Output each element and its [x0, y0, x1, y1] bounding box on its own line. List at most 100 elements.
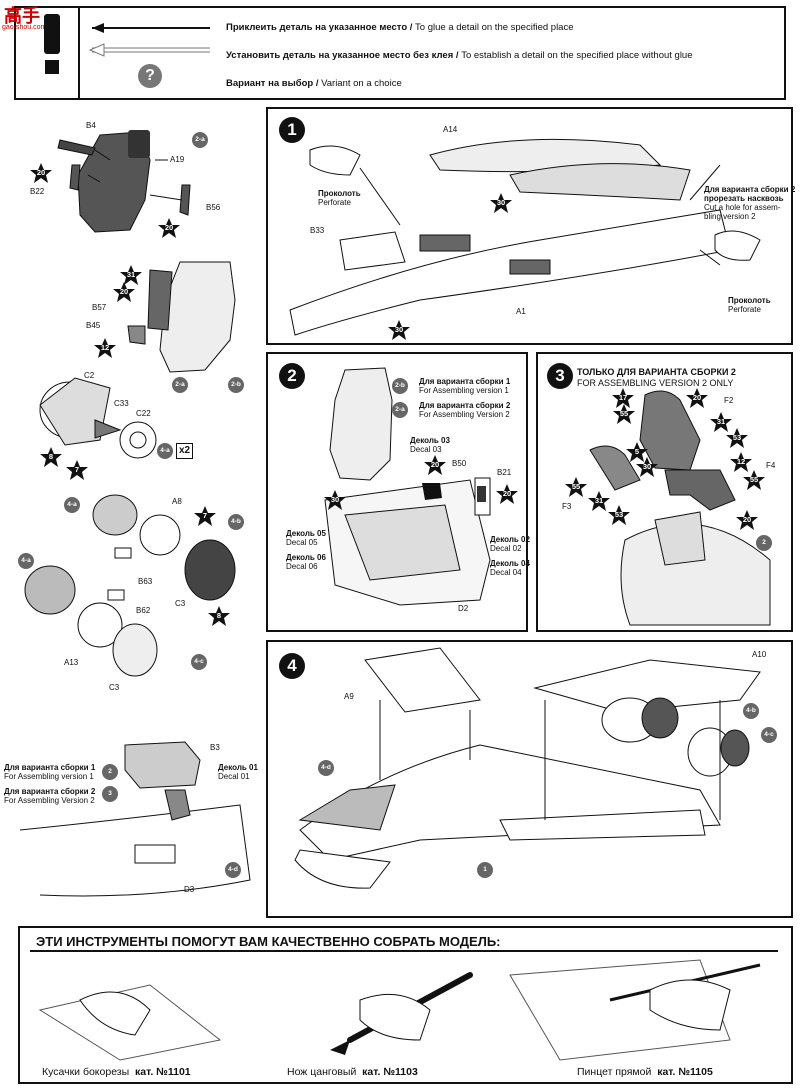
step2-star-2: 20 [496, 484, 518, 504]
step4-ref-4c: 4-c [761, 727, 777, 743]
star-4b-2: 8 [208, 606, 230, 626]
part-b22: B22 [30, 187, 45, 196]
part-c3-4c: C3 [109, 683, 120, 692]
variant1-en: For Assembling version 1 [4, 772, 94, 781]
legend-variant-en: Variant on a choice [321, 78, 402, 89]
step2-decal02-en: Decal 02 [490, 544, 522, 553]
legend-variant-ru: Вариант на выбор / [226, 78, 319, 89]
step4-number: 4 [279, 653, 305, 679]
star-2b-1: 31 [120, 265, 142, 285]
step3-number: 3 [547, 363, 573, 389]
part-b45: B45 [86, 321, 101, 330]
tool-cutters: Кусачки бокорезы кат. №1101 [42, 1066, 191, 1078]
star-2b-3: 12 [94, 338, 116, 358]
step3-star-12: 12 [730, 452, 752, 472]
variant1-ru: Для варианта сборки 1 [4, 763, 96, 772]
ref-2b: 2-b [228, 377, 244, 393]
legend-box [14, 6, 786, 100]
decal01-en: Decal 01 [218, 772, 250, 781]
step2-decal06: Деколь 06 Decal 06 [286, 553, 326, 571]
step3-star-55a: 55 [613, 404, 635, 424]
step1-star-1: 30 [490, 193, 512, 213]
step1-perforate2-en: Perforate [728, 305, 761, 314]
step4-ref-1: 1 [477, 862, 493, 878]
step2-ref-2a: 2-a [392, 402, 408, 418]
part-b21: B21 [497, 468, 512, 477]
step2-decal02: Деколь 02 Decal 02 [490, 535, 530, 553]
step1-cut-note: Для варианта сборки 2 прорезать насквозь… [704, 185, 795, 221]
ref-4b: 4-b [228, 514, 244, 530]
part-f4: F4 [766, 461, 776, 470]
tool-knife-cat: кат. №1103 [362, 1066, 418, 1078]
variant1-note: Для варианта сборки 1 For Assembling ver… [4, 763, 95, 781]
tool-knife-name: Нож цанговый [287, 1066, 357, 1078]
step2-drawing [324, 367, 491, 606]
step2-v1-ru: Для варианта сборки 1 [419, 377, 511, 386]
part-c33: C33 [114, 399, 129, 408]
ref-4d: 4-d [225, 862, 241, 878]
step2-ref-2b: 2-b [392, 378, 408, 394]
step3-title: ТОЛЬКО ДЛЯ ВАРИАНТА СБОРКИ 2 FOR ASSEMBL… [577, 367, 736, 389]
step3-title-ru: ТОЛЬКО ДЛЯ ВАРИАНТА СБОРКИ 2 [577, 367, 736, 377]
step2-decal02-ru: Деколь 02 [490, 535, 530, 544]
tool-tweezers-cat: кат. №1105 [657, 1066, 713, 1078]
step4-drawing [294, 647, 761, 889]
legend-noglue-ru: Установить деталь на указанное место без… [226, 50, 459, 61]
step1-perforate1: Проколоть Perforate [318, 189, 361, 207]
variant2-note: Для варианта сборки 2 For Assembling Ver… [4, 787, 95, 805]
ref-4a: 4-a [157, 443, 173, 459]
step2-v2-en: For Assembling Version 2 [419, 410, 510, 419]
star-2a-2: 20 [158, 218, 180, 238]
step3-star-31a: 31 [710, 412, 732, 432]
part-b4: B4 [86, 121, 96, 130]
logo-site: gao-shou.com [2, 24, 47, 31]
tool-knife: Нож цанговый кат. №1103 [287, 1066, 418, 1078]
tools-panel [18, 926, 793, 1084]
step1-cut-ru-1: Для варианта сборки 2 [704, 185, 796, 194]
step3-star-5: 5 [626, 442, 648, 462]
star-4a-2: 7 [66, 460, 88, 480]
question-icon: ? [138, 64, 162, 88]
step2-v1: Для варианта сборки 1 For Assembling ver… [419, 377, 510, 395]
part-b3: B3 [210, 743, 220, 752]
step1-perforate1-en: Perforate [318, 198, 351, 207]
step2-decal03: Деколь 03 Decal 03 [410, 436, 450, 454]
left-column-drawings [19, 130, 251, 897]
ref-variant2: 3 [102, 786, 118, 802]
part-f2: F2 [724, 396, 734, 405]
ref-variant1: 2 [102, 764, 118, 780]
step1-cut-en-2: bling version 2 [704, 212, 756, 221]
step2-decal05: Деколь 05 Decal 05 [286, 529, 326, 547]
exclamation-icon [38, 14, 78, 78]
step3-ref-2: 2 [756, 535, 772, 551]
step2-star-3: 30 [324, 490, 346, 510]
tool-tweezers: Пинцет прямой кат. №1105 [577, 1066, 713, 1078]
step1-number: 1 [279, 117, 305, 143]
star-2b-2: 20 [113, 282, 135, 302]
ref-4a-c: 4-a [18, 553, 34, 569]
step3-star-55c: 55 [565, 477, 587, 497]
part-b56: B56 [206, 203, 221, 212]
legend-arrows [88, 23, 210, 57]
step2-decal05-en: Decal 05 [286, 538, 318, 547]
tools-title: ЭТИ ИНСТРУМЕНТЫ ПОМОГУТ ВАМ КАЧЕСТВЕННО … [36, 934, 501, 949]
step1-cut-ru-2: прорезать насквозь [704, 194, 784, 203]
step2-decal05-ru: Деколь 05 [286, 529, 326, 538]
part-b62: B62 [136, 606, 151, 615]
part-d2: D2 [458, 604, 469, 613]
part-b50: B50 [452, 459, 467, 468]
step1-perforate1-ru: Проколоть [318, 189, 361, 198]
legend-glue-ru: Приклеить деталь на указанное место / [226, 22, 413, 33]
part-a1: A1 [516, 307, 526, 316]
step2-v2: Для варианта сборки 2 For Assembling Ver… [419, 401, 510, 419]
star-4b-1: 7 [194, 506, 216, 526]
step1-perforate2-ru: Проколоть [728, 296, 771, 305]
step2-decal03-en: Decal 03 [410, 445, 442, 454]
step1-drawing [289, 138, 761, 336]
decal01-ru: Деколь 01 [218, 763, 258, 772]
step3-star-20a: 20 [686, 388, 708, 408]
legend-glue-en: To glue a detail on the specified place [415, 22, 574, 33]
step2-decal06-ru: Деколь 06 [286, 553, 326, 562]
step4-ref-4b: 4-b [743, 703, 759, 719]
